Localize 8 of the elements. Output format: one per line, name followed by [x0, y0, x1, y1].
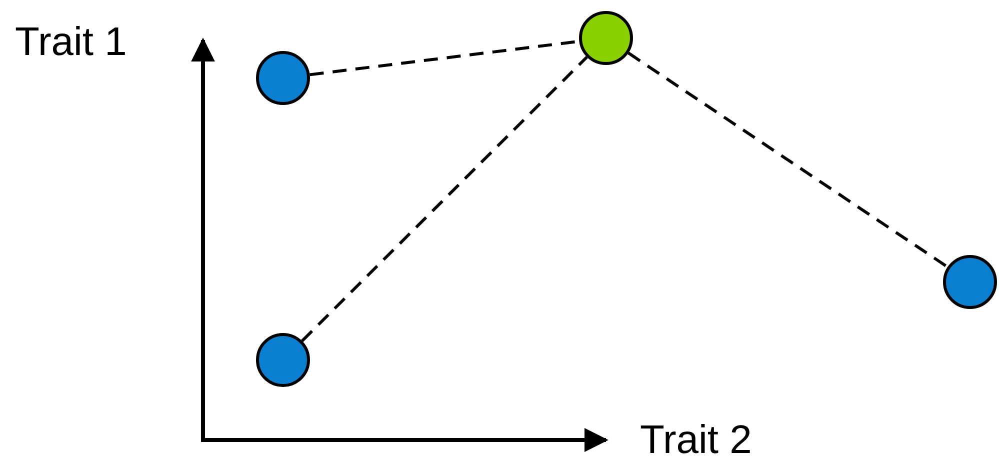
data-point-circle: [943, 255, 997, 309]
data-point-circle: [579, 11, 633, 65]
axis-label: Trait 1: [15, 22, 127, 62]
data-point-circle: [256, 333, 310, 387]
axis-label: Trait 2: [640, 420, 752, 460]
dashed-connector: [301, 56, 588, 342]
dashed-connector: [628, 52, 948, 268]
data-point-circle: [256, 51, 310, 105]
